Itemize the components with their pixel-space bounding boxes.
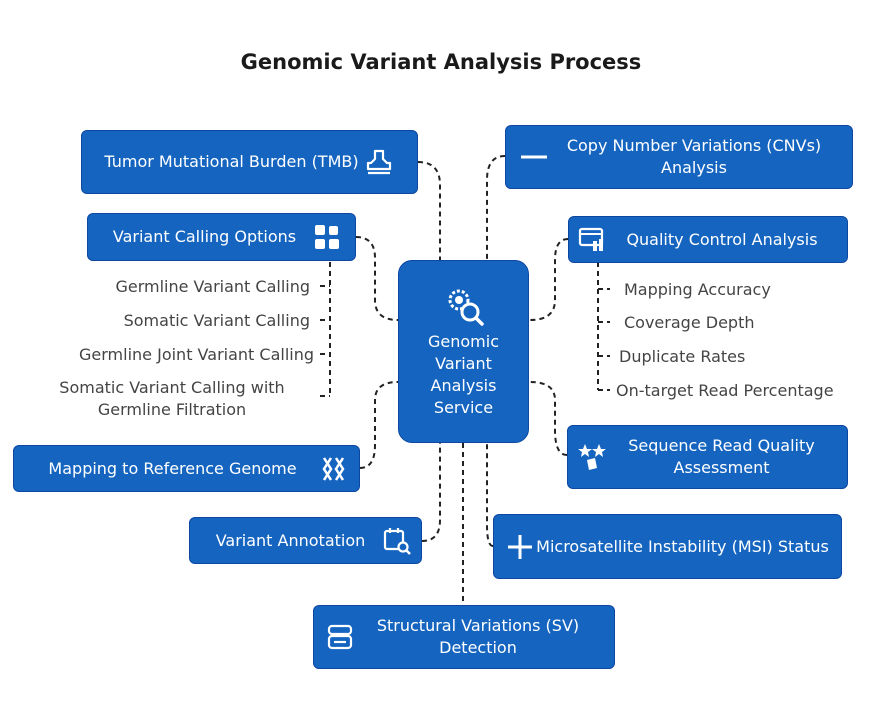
chromosome-icon <box>317 453 349 485</box>
node-read-quality-label: Sequence Read Quality Assessment <box>628 436 815 477</box>
plus-icon <box>504 531 536 563</box>
vc-item-2: Somatic Variant Calling <box>123 311 310 330</box>
stamp-icon <box>363 146 395 178</box>
connector-variant-calling <box>355 236 399 321</box>
vc-item-1: Germline Variant Calling <box>115 277 310 296</box>
connector-tmb <box>417 161 441 262</box>
connector-annotation <box>421 443 441 542</box>
vc-item-3: Germline Joint Variant Calling <box>79 345 314 364</box>
node-qc: Quality Control Analysis <box>568 216 848 263</box>
connector-msi <box>486 443 494 547</box>
node-msi: Microsatellite Instability (MSI) Status <box>493 514 842 579</box>
connector-read-quality <box>529 381 568 456</box>
node-variant-calling-label: Variant Calling Options <box>112 227 297 246</box>
qc-item-4: On-target Read Percentage <box>616 381 834 400</box>
stars-icon <box>576 441 608 473</box>
widgets-icon <box>311 221 343 253</box>
qc-item-2: Coverage Depth <box>624 313 755 332</box>
connector-mapping <box>359 381 399 469</box>
node-mapping-label: Mapping to Reference Genome <box>48 458 297 478</box>
node-read-quality: Sequence Read Quality Assessment <box>567 425 848 489</box>
gear-search-icon <box>443 285 485 331</box>
node-mapping: Mapping to Reference Genome <box>13 445 360 492</box>
connector-cnv <box>486 155 506 262</box>
lab-monitor-icon <box>577 224 609 256</box>
diagram-title: Genomic Variant Analysis Process <box>240 50 642 74</box>
node-annotation: Variant Annotation <box>189 517 422 564</box>
node-tmb-label: Tumor Mutational Burden (TMB) <box>104 152 359 171</box>
qc-item-3: Duplicate Rates <box>619 347 746 366</box>
connector-qc <box>529 238 569 321</box>
node-qc-label: Quality Control Analysis <box>626 229 818 249</box>
minus-icon <box>518 141 550 173</box>
node-sv-label: Structural Variations (SV) Detection <box>376 616 580 657</box>
node-sv: Structural Variations (SV) Detection <box>313 605 615 669</box>
node-annotation-label: Variant Annotation <box>215 530 366 550</box>
database-icon <box>324 621 356 653</box>
node-variant-calling: Variant Calling Options <box>87 213 356 261</box>
node-cnv: Copy Number Variations (CNVs) Analysis <box>505 125 853 189</box>
center-node: Genomic Variant Analysis Service <box>398 260 529 443</box>
node-tmb: Tumor Mutational Burden (TMB) <box>81 130 418 194</box>
center-label: Genomic Variant Analysis Service <box>428 331 499 417</box>
calendar-search-icon <box>381 525 413 557</box>
vc-item-4: Somatic Variant Calling with Germline Fi… <box>59 378 285 419</box>
qc-item-1: Mapping Accuracy <box>624 280 771 299</box>
node-msi-label: Microsatellite Instability (MSI) Status <box>536 536 829 556</box>
node-cnv-label: Copy Number Variations (CNVs) Analysis <box>566 136 822 177</box>
